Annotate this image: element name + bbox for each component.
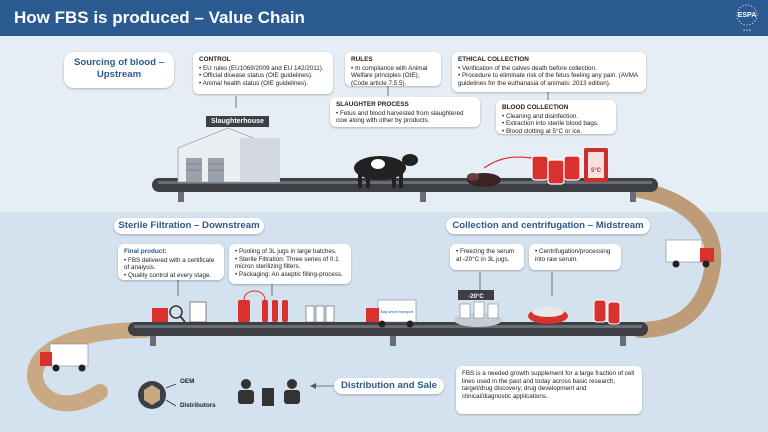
slaughter-item: Fetus and blood harvested from slaughter… — [336, 110, 474, 125]
ethical-item: Procedure to eliminate risk of the fetus… — [458, 72, 640, 87]
oem-label: OEM — [180, 378, 195, 385]
blood-title: BLOOD COLLECTION — [502, 104, 569, 111]
centrifugation-item: Centrifugation/processing into raw serum… — [535, 248, 615, 263]
transport-truck-left — [40, 343, 89, 372]
rules-box: RULES In compliance with Animal Welfare … — [345, 52, 441, 88]
blood-item: Extraction into sterile blood bags. — [502, 120, 610, 128]
cow-icon — [354, 154, 418, 188]
road-path-left — [27, 322, 153, 412]
researchers-icon — [238, 379, 300, 406]
fbs-info-box: FBS is a needed growth supplement for a … — [456, 366, 642, 414]
temp-5c-label: 5°C — [591, 168, 602, 174]
pooling-item: Sterile Filtration: Three series of 0.1 … — [235, 256, 345, 271]
final-item: Quality control at every stage. — [124, 272, 218, 280]
oem-box-icon — [138, 381, 166, 409]
section-distribution: Distribution and Sale — [334, 378, 444, 394]
espa-logo: ESPA ★ ★ ★ — [730, 2, 764, 34]
slaughterhouse-building — [177, 127, 280, 183]
blood-item: Blood clotting at 5°C or ice. — [502, 128, 610, 136]
refrigerator-icon — [584, 148, 608, 182]
control-title: CONTROL — [199, 56, 231, 63]
pooling-box: Pooling of 3L jugs in large batches. Ste… — [229, 244, 351, 284]
temp-minus20-label: -20°C — [468, 294, 484, 300]
fetus-icon — [467, 173, 501, 187]
control-item: EU rules (EU1069/2009 and EU 142/2011). — [199, 65, 327, 73]
transport-truck-right — [665, 239, 714, 268]
bottom-conveyor — [128, 322, 648, 346]
blood-bags — [531, 155, 581, 185]
blood-item: Cleaning and disinfection. — [502, 113, 610, 121]
serum-bottles — [305, 305, 335, 323]
truck-text: Bag serum transport — [381, 310, 414, 314]
quality-control-icons — [152, 301, 207, 323]
fbs-info-text: FBS is a needed growth supplement for a … — [462, 370, 635, 400]
section-downstream: Sterile Filtration – Downstream — [114, 218, 264, 234]
pooling-item: Packaging: An aseptic filling-process. — [235, 271, 345, 279]
centrifuge-icon — [528, 307, 568, 324]
section-midstream: Collection and centrifugation – Midstrea… — [446, 218, 650, 234]
blood-collection-box: BLOOD COLLECTION Cleaning and disinfecti… — [496, 100, 616, 136]
raw-serum-bags — [593, 299, 621, 325]
page-title: How FBS is produced – Value Chain — [14, 8, 305, 27]
rules-title: RULES — [351, 56, 373, 63]
section-upstream: Sourcing of blood – Upstream — [64, 52, 174, 88]
slaughterhouse-label: Slaughterhouse — [206, 116, 269, 127]
final-item: FBS delivered with a certificate of anal… — [124, 257, 218, 272]
centrifugation-box: Centrifugation/processing into raw serum… — [529, 244, 621, 270]
ethical-title: ETHICAL COLLECTION — [458, 56, 529, 63]
control-item: Animal health status (OIE guidelines). — [199, 80, 327, 88]
distributors-label: Distributors — [180, 402, 216, 409]
control-item: Official disease status (OIE guidelines)… — [199, 72, 327, 80]
svg-text:★ ★ ★: ★ ★ ★ — [743, 28, 752, 32]
final-title: Final product: — [124, 248, 167, 255]
rules-item: In compliance with Animal Welfare princi… — [351, 65, 435, 88]
slaughter-process-box: SLAUGHTER PROCESS Fetus and blood harves… — [330, 97, 480, 127]
final-product-box: Final product: FBS delivered with a cert… — [118, 244, 224, 280]
ethical-item: Verification of the calves death before … — [458, 65, 640, 73]
transport-truck-belt — [366, 299, 417, 328]
pooling-item: Pooling of 3L jugs in large batches. — [235, 248, 345, 256]
header-bar: How FBS is produced – Value Chain ESPA ★… — [0, 0, 768, 36]
freezer-icon — [454, 290, 502, 327]
logo-text: ESPA — [738, 12, 757, 19]
control-box: CONTROL EU rules (EU1069/2009 and EU 142… — [193, 52, 333, 94]
freezing-item: Freezing the serum at -20°C in 3L jugs. — [456, 248, 518, 263]
slaughter-title: SLAUGHTER PROCESS — [336, 101, 409, 108]
freezing-box: Freezing the serum at -20°C in 3L jugs. — [450, 244, 524, 270]
filtration-tubes — [238, 290, 288, 322]
ethical-collection-box: ETHICAL COLLECTION Verification of the c… — [452, 52, 646, 92]
